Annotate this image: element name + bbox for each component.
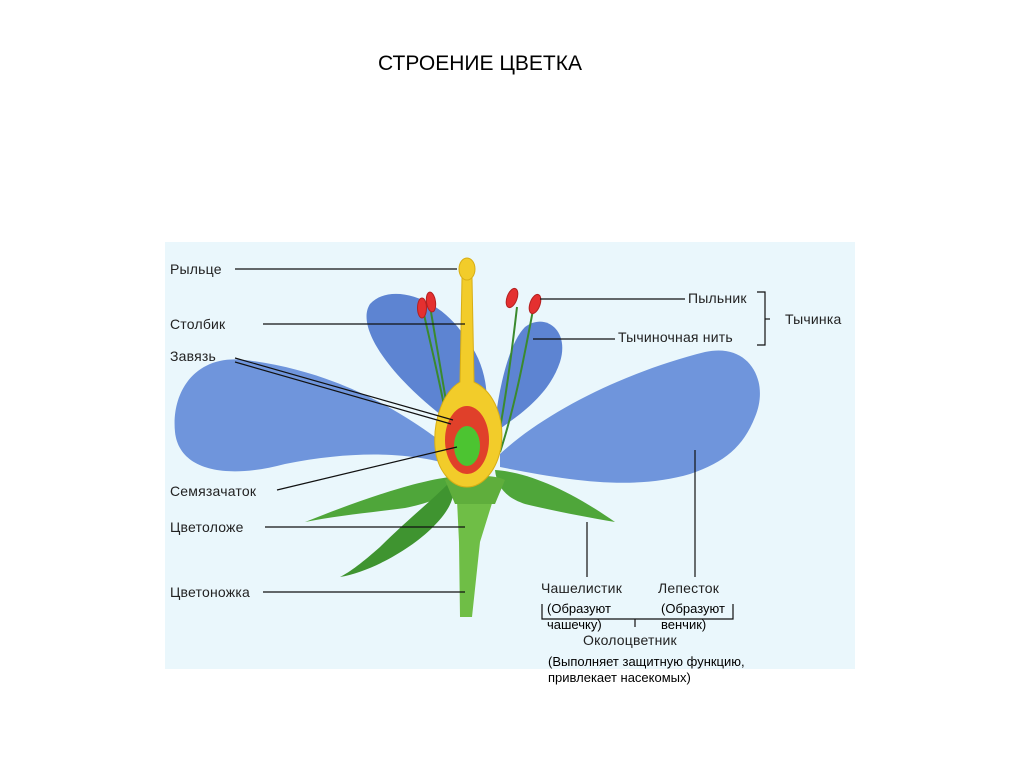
note-perianth: (Выполняет защитную функцию, привлекает … (548, 654, 745, 685)
flower-diagram (174, 257, 770, 627)
label-filament: Тычиночная нить (618, 329, 733, 345)
right-petal (500, 350, 760, 483)
label-sepal: Чашелистик (541, 580, 623, 596)
page-title: СТРОЕНИЕ ЦВЕТКА (378, 52, 582, 75)
ovule-shape (454, 426, 480, 466)
note-sepal: (Образуют чашечку) (547, 601, 611, 632)
stigma-shape (458, 257, 476, 281)
label-petal: Лепесток (658, 580, 720, 596)
label-stigma: Рыльце (170, 261, 222, 277)
label-ovary: Завязь (170, 348, 217, 364)
label-pedicel: Цветоножка (170, 584, 250, 600)
label-perianth: Околоцветник (583, 632, 677, 648)
label-ovule: Семязачаток (170, 483, 257, 499)
label-anther: Пыльник (688, 290, 747, 306)
label-stamen: Тычинка (785, 311, 842, 327)
label-style: Столбик (170, 316, 226, 332)
left-petal (174, 359, 458, 472)
right-sepal (495, 470, 615, 522)
left-sepal-lower (340, 482, 454, 577)
pedicel-shape (457, 500, 493, 617)
note-petal: (Образуют венчик) (661, 601, 725, 632)
left-sepal (305, 477, 455, 522)
label-receptacle: Цветоложе (170, 519, 244, 535)
